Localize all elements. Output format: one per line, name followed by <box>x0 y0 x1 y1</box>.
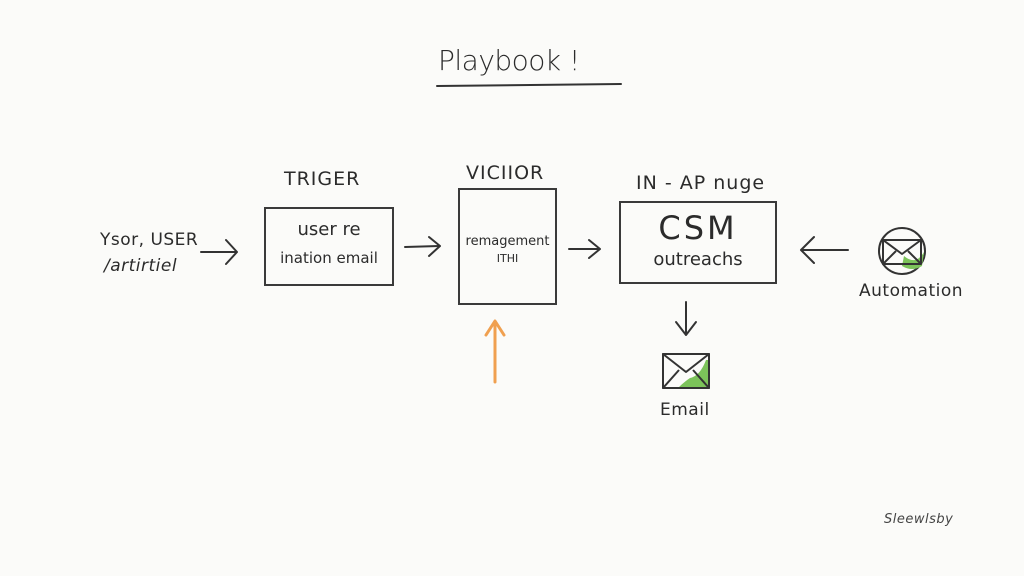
csm-box: CSM outreachs <box>619 201 777 284</box>
trigger-line2: ination email <box>280 249 378 267</box>
csm-line1: CSM <box>658 209 738 247</box>
arrow-source-to-trigger <box>200 239 238 265</box>
in-app-heading: IN - AP nuge <box>636 172 766 194</box>
middle-heading: VICIIOR <box>466 162 545 184</box>
trigger-box: user re ination email <box>264 207 394 286</box>
arrow-automation-to-csm <box>800 236 849 264</box>
signature: Sleewlsby <box>884 512 954 527</box>
trigger-heading: TRIGER <box>284 168 361 190</box>
source-label-line2: /artirtiel <box>104 256 178 276</box>
email-envelope-icon <box>660 350 712 392</box>
trigger-line1: user re <box>297 219 361 240</box>
source-label-line1: Ysor, USER <box>100 230 199 250</box>
middle-line1: remagement <box>465 234 550 249</box>
arrow-middle-to-csm <box>568 239 601 259</box>
automation-envelope-icon <box>874 226 930 276</box>
arrow-trigger-to-middle <box>404 236 441 257</box>
arrow-csm-to-email <box>675 301 697 336</box>
automation-label: Automation <box>859 281 964 301</box>
csm-line2: outreachs <box>653 249 743 270</box>
middle-box: remagement ITHI <box>458 188 557 305</box>
middle-line2: ITHI <box>496 252 519 265</box>
arrow-orange-up <box>484 319 506 384</box>
diagram-title: Playbook ! <box>438 44 580 77</box>
email-label: Email <box>660 400 710 420</box>
